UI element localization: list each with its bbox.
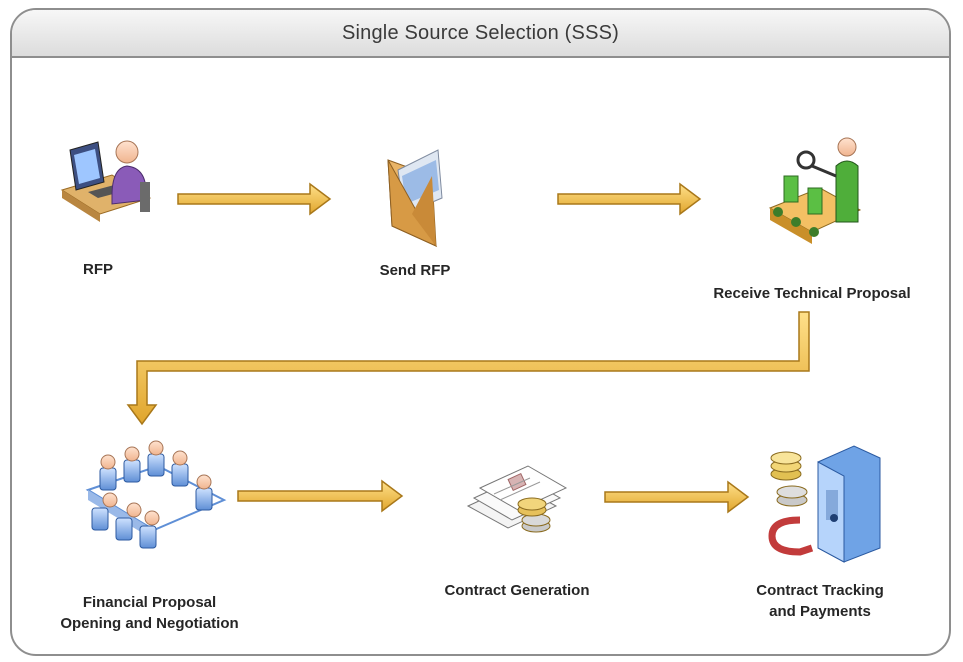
inspector-conveyor-icon bbox=[768, 137, 862, 244]
step-label-receive-technical-proposal: Receive Technical Proposal bbox=[713, 285, 911, 302]
title-bar: Single Source Selection (SSS) bbox=[12, 10, 949, 58]
arrow-send-to-receive bbox=[557, 182, 702, 216]
documents-coins-icon bbox=[466, 465, 568, 533]
envelope-icon bbox=[387, 149, 443, 248]
arrow-rfp-to-send bbox=[177, 182, 332, 216]
step-label-contract-tracking: Contract Tracking and Payments bbox=[756, 582, 884, 620]
safe-coins-icon bbox=[768, 445, 881, 563]
person-at-computer-icon bbox=[60, 140, 152, 222]
arrow-contract-to-tracking bbox=[604, 480, 750, 514]
meeting-table-icon bbox=[85, 440, 227, 549]
arrow-financial-to-contract bbox=[237, 479, 404, 513]
step-label-financial-proposal: Financial Proposal Opening and Negotiati… bbox=[60, 594, 239, 632]
step-label-send-rfp: Send RFP bbox=[379, 262, 451, 279]
diagram-frame: Single Source Selection (SSS) bbox=[10, 8, 951, 656]
arrow-receive-to-financial bbox=[126, 311, 810, 426]
diagram-title: Single Source Selection (SSS) bbox=[341, 21, 620, 44]
step-label-rfp: RFP bbox=[83, 261, 113, 278]
step-label-contract-generation: Contract Generation bbox=[444, 582, 590, 599]
